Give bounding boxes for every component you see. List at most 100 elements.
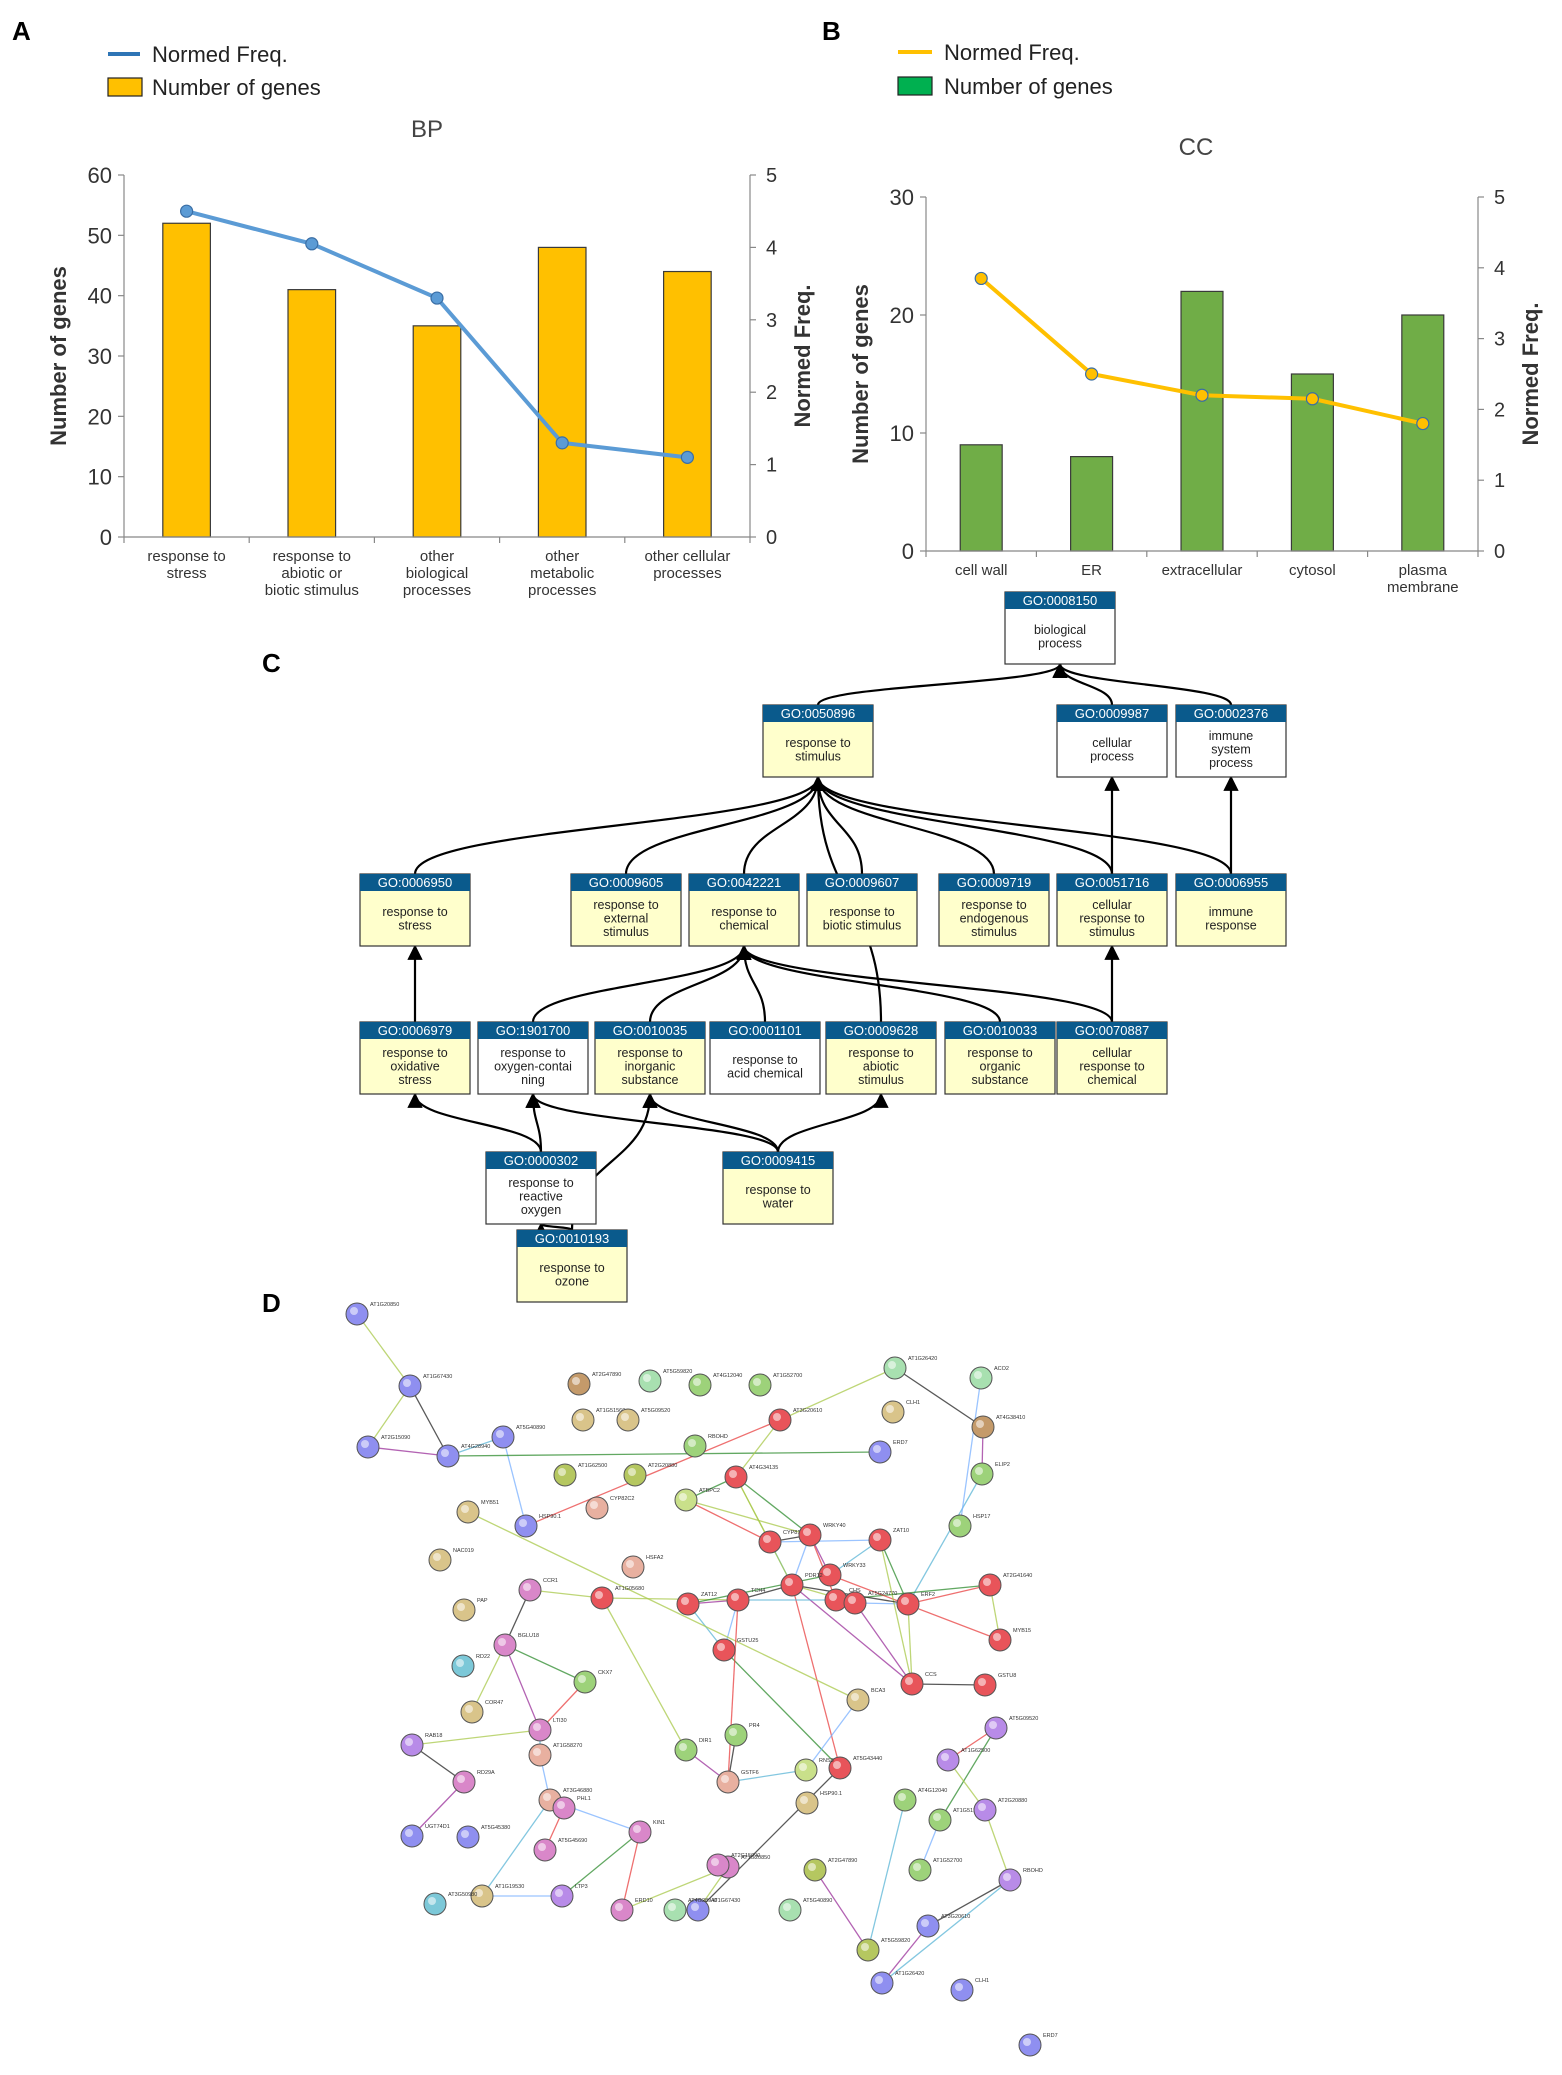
x-tick-label: ER — [1081, 562, 1102, 579]
go-node-header — [826, 1022, 936, 1039]
go-node-header — [571, 874, 681, 891]
network-node-label: AT2G41640 — [1003, 1573, 1032, 1579]
network-node-highlight — [941, 1753, 949, 1761]
network-node-highlight — [533, 1723, 541, 1731]
go-node-label: endogenous — [960, 912, 1029, 926]
go-node-id: GO:0070887 — [1075, 1023, 1149, 1038]
go-node-header — [807, 874, 917, 891]
network-node-highlight — [441, 1449, 449, 1457]
network-node — [573, 1670, 597, 1694]
network-edge — [735, 1419, 781, 1478]
go-node-header — [1057, 1022, 1167, 1039]
protein-interaction-network: AT1G20850AT1G67430AT2G15090AT4G28940AT5G… — [345, 1302, 1058, 2057]
normed-freq-point — [1195, 388, 1209, 402]
network-node-highlight — [643, 1374, 651, 1382]
network-node-label: AT1G05680 — [615, 1586, 644, 1592]
network-node-label: AT3G20610 — [941, 1914, 970, 1920]
network-edge — [504, 1644, 586, 1683]
network-node-label: RBOHD — [1023, 1868, 1043, 1874]
x-tick-label: membrane — [1387, 579, 1459, 596]
x-tick-label: processes — [403, 582, 471, 599]
network-node — [780, 1573, 804, 1597]
network-node-highlight — [433, 1553, 441, 1561]
network-node-highlight — [621, 1413, 629, 1421]
y2-tick-label: 2 — [766, 382, 777, 404]
network-node-highlight — [465, 1705, 473, 1713]
legend-bp: Normed Freq. Number of genes — [107, 42, 321, 100]
network-node-label: TCH4 — [751, 1588, 765, 1594]
network-node-label: AT3G20610 — [793, 1408, 822, 1414]
panel-label-b: B — [822, 16, 841, 46]
network-edge — [879, 1539, 913, 1685]
normed-freq-point — [180, 204, 194, 218]
network-node — [928, 1808, 952, 1832]
y2-tick-label: 0 — [1494, 541, 1505, 563]
network-node-label: NAC019 — [453, 1548, 474, 1554]
go-node-id: GO:0009719 — [957, 875, 1031, 890]
network-edge — [601, 1597, 739, 1601]
y2-tick-label: 5 — [1494, 187, 1505, 209]
network-node — [638, 1369, 662, 1393]
network-node-highlight — [498, 1638, 506, 1646]
legend-cc: Normed Freq. Number of genes — [897, 40, 1113, 99]
go-node-id: GO:1901700 — [496, 1023, 570, 1038]
go-node-header — [486, 1152, 596, 1169]
y2-tick-label: 1 — [1494, 470, 1505, 492]
network-node-label: ACO2 — [994, 1366, 1009, 1372]
x-tick-label: stress — [167, 565, 207, 582]
network-node-label: RD22 — [476, 1654, 490, 1660]
network-edge — [769, 1539, 881, 1543]
network-node-highlight — [729, 1728, 737, 1736]
network-edge — [984, 1809, 1011, 1881]
network-node — [550, 1884, 574, 1908]
network-node-highlight — [886, 1405, 894, 1413]
network-node-label: KIN1 — [653, 1820, 665, 1826]
go-node-id: GO:0001101 — [728, 1023, 801, 1038]
network-edge — [411, 1729, 541, 1746]
network-edge — [601, 1597, 687, 1751]
x-tick-label: processes — [528, 582, 596, 599]
network-node-highlight — [763, 1535, 771, 1543]
network-node-label: AT2G20880 — [998, 1798, 1027, 1804]
x-tick-label: cell wall — [955, 562, 1008, 579]
y2-tick-label: 5 — [766, 165, 777, 187]
network-node-highlight — [731, 1593, 739, 1601]
network-node-highlight — [533, 1748, 541, 1756]
legend-label-number-of-genes: Number of genes — [944, 74, 1113, 99]
network-edge — [814, 1869, 869, 1951]
network-node — [795, 1791, 819, 1815]
network-node-label: AT2G47890 — [592, 1372, 621, 1378]
network-node — [585, 1496, 609, 1520]
network-node-label: AT5G24770 — [868, 1591, 897, 1597]
go-node-label: oxidative — [390, 1060, 439, 1074]
go-node-id: GO:0006979 — [378, 1023, 452, 1038]
network-edge — [409, 1385, 449, 1457]
network-node-highlight — [523, 1583, 531, 1591]
go-node-label: response to — [539, 1261, 604, 1275]
y-tick-label: 20 — [890, 303, 914, 328]
normed-freq-point — [555, 436, 569, 450]
network-node-highlight — [595, 1591, 603, 1599]
network-node — [724, 1465, 748, 1489]
network-node — [528, 1743, 552, 1767]
normed-freq-point — [1084, 367, 1099, 381]
network-edge — [911, 1683, 986, 1686]
go-node-header — [689, 874, 799, 891]
network-edge — [779, 1367, 896, 1421]
network-node-label: RD29A — [477, 1770, 495, 1776]
network-node-label: ZAT12 — [701, 1592, 717, 1598]
y2-tick-label: 3 — [766, 310, 777, 332]
go-node-label: response to — [1079, 1060, 1144, 1074]
network-node-label: AT2G15090 — [381, 1435, 410, 1441]
network-node — [623, 1463, 647, 1487]
panel-label-d: D — [262, 1288, 281, 1318]
network-node — [398, 1374, 422, 1398]
go-node-label: response to — [967, 1046, 1032, 1060]
network-node-label: AT2G15090 — [731, 1853, 760, 1859]
network-node-label: COR47 — [485, 1700, 503, 1706]
go-node-label: stimulus — [795, 749, 841, 763]
